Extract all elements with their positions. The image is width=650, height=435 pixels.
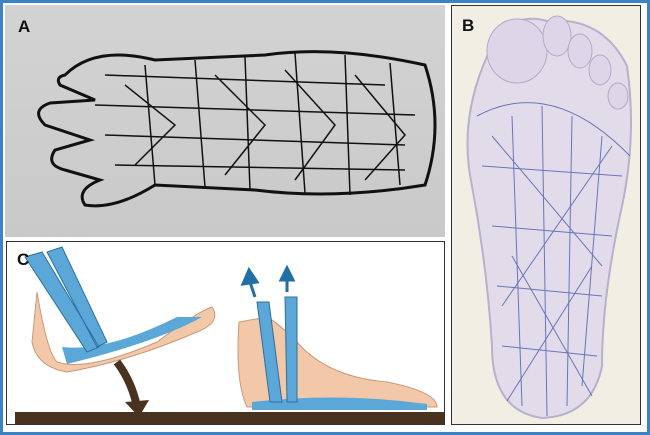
panel-c-foot-pump-diagram: C xyxy=(6,241,445,425)
ground-surface xyxy=(15,412,444,424)
panel-label-b: B xyxy=(462,16,475,35)
panel-a-venous-cast: A xyxy=(5,5,445,237)
panel-label-c: C xyxy=(17,250,30,269)
foot-vein-network-illustration xyxy=(37,50,437,208)
panel-label-a: A xyxy=(18,17,31,36)
pressure-arrow xyxy=(113,359,141,408)
upward-flow-arrows xyxy=(240,264,296,298)
foot-pump-mechanism-illustration xyxy=(15,246,444,424)
plantar-venous-plexus-illustration xyxy=(466,15,632,420)
panel-b-plantar-veins: B xyxy=(451,5,641,425)
